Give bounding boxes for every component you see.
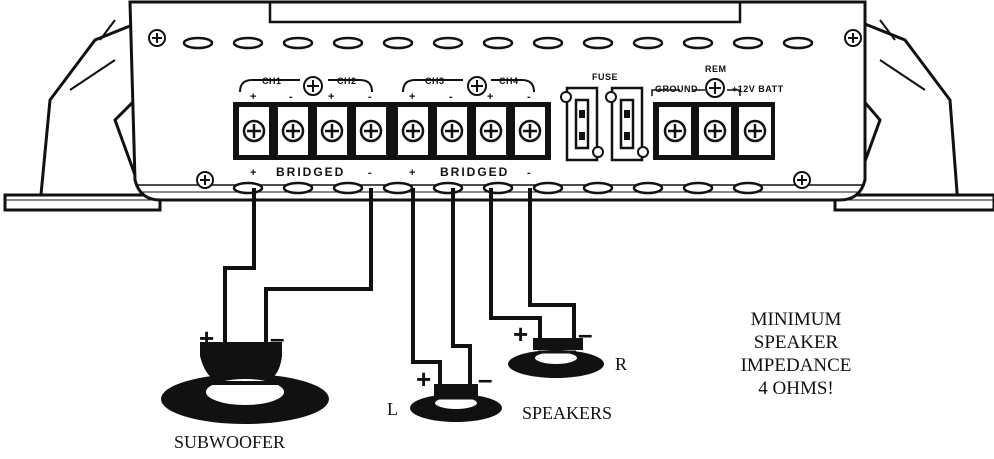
bridged-minus-label: -: [368, 167, 372, 179]
ch4-label: CH4: [499, 76, 519, 86]
terminal-screw-icon: [320, 119, 344, 143]
bridged-minus-label: -: [527, 167, 531, 179]
screw-icon: [844, 29, 862, 47]
terminal-polarity-label: -: [368, 91, 372, 103]
note-line-3: IMPEDANCE: [741, 355, 852, 376]
impedance-note: MINIMUM SPEAKER IMPEDANCE 4 OHMS!: [741, 309, 852, 399]
right-positive-wire: [489, 188, 542, 338]
screw-icon: [793, 171, 811, 189]
ch2-label: CH2: [337, 76, 357, 86]
bottom-vent-row: [232, 181, 764, 195]
terminal-screw-icon: [479, 119, 503, 143]
right-plus-sign: +: [513, 319, 528, 349]
terminal-screw-icon: [663, 119, 687, 143]
ch3-label: CH3: [425, 76, 445, 86]
subwoofer-minus-sign: –: [270, 323, 284, 353]
terminal-screw-icon: [440, 119, 464, 143]
speaker-terminal-block: [233, 102, 551, 160]
bridged-label-right: BRIDGED: [440, 165, 509, 179]
terminal-screw-icon: [359, 119, 383, 143]
terminal-screw-icon: [743, 119, 767, 143]
speakers-label: SPEAKERS: [522, 403, 612, 423]
subwoofer-negative-wire: [264, 188, 373, 346]
right-speaker-icon: [508, 338, 604, 378]
bridged-plus-label: +: [250, 167, 256, 179]
fuse-section: FUSE: [560, 72, 649, 162]
power-terminal-block: GROUND REM +12V BATT: [651, 64, 784, 160]
left-positive-wire: [411, 188, 442, 384]
channel-labels: CH1 CH2 CH3 CH4 + - + - + - + -: [239, 76, 535, 103]
screw-icon: [467, 76, 487, 96]
subwoofer-icon: [161, 342, 329, 424]
terminal-polarity-label: -: [449, 91, 453, 103]
bridged-label-left: BRIDGED: [276, 165, 345, 179]
right-minus-sign: –: [578, 319, 592, 349]
terminal-polarity-label: -: [289, 91, 293, 103]
left-plus-sign: +: [416, 364, 431, 394]
terminal-polarity-label: +: [409, 91, 415, 103]
right-negative-wire: [528, 188, 576, 338]
right-speaker-label: R: [615, 354, 627, 374]
note-line-4: 4 OHMS!: [758, 378, 833, 399]
batt-label: +12V BATT: [732, 84, 784, 94]
terminal-screw-icon: [242, 119, 266, 143]
terminal-screw-icon: [703, 119, 727, 143]
terminal-polarity-label: +: [487, 91, 493, 103]
screw-icon: [303, 76, 323, 96]
corner-screws: [148, 29, 862, 189]
left-negative-wire: [451, 188, 472, 384]
subwoofer-plus-sign: +: [199, 323, 214, 353]
terminal-polarity-label: -: [527, 91, 531, 103]
terminal-polarity-label: +: [328, 91, 334, 103]
bridged-labels: + BRIDGED - + BRIDGED -: [250, 165, 531, 179]
note-line-1: MINIMUM: [751, 309, 842, 330]
left-speaker-icon: [410, 384, 502, 422]
speaker-wires: [223, 188, 576, 384]
ch1-label: CH1: [262, 76, 282, 86]
screw-icon: [148, 29, 166, 47]
note-line-2: SPEAKER: [754, 332, 839, 353]
terminal-screw-icon: [281, 119, 305, 143]
left-speaker-label: L: [387, 399, 398, 419]
left-minus-sign: –: [478, 364, 492, 394]
top-vent-row: [182, 36, 814, 50]
terminal-screw-icon: [518, 119, 542, 143]
terminal-screw-icon: [401, 119, 425, 143]
ground-label: GROUND: [655, 84, 698, 94]
bridged-plus-label: +: [409, 167, 415, 179]
terminal-polarity-label: +: [250, 91, 256, 103]
screw-icon: [705, 78, 725, 98]
rem-label: REM: [705, 64, 727, 74]
subwoofer-positive-wire: [223, 188, 256, 346]
subwoofer-label: SUBWOOFER: [174, 432, 285, 452]
fuse-label: FUSE: [592, 72, 618, 82]
screw-icon: [196, 171, 214, 189]
